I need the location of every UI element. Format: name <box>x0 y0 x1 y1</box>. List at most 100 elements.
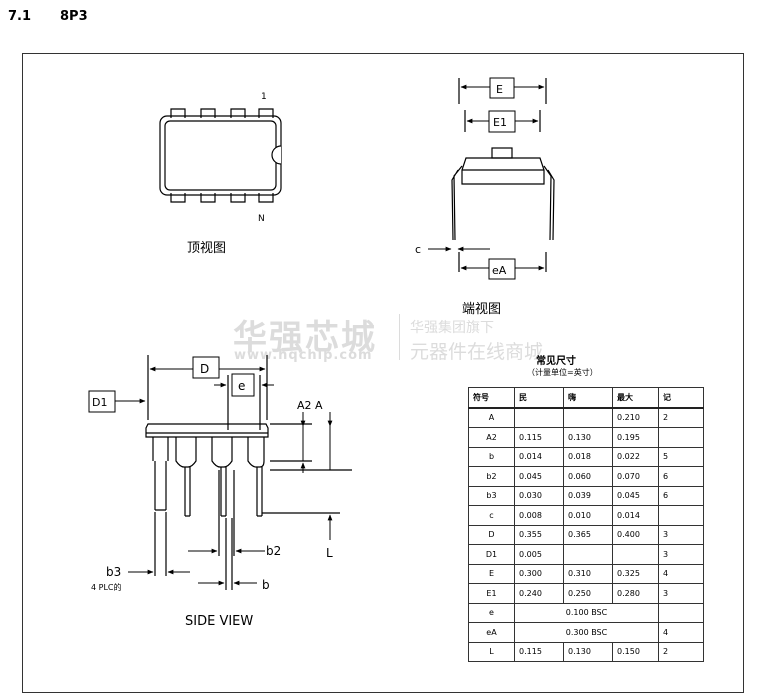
cell-min: 0.014 <box>514 446 564 467</box>
cell-bsc-value: 0.100 BSC <box>514 602 659 623</box>
table-row: D 0.355 0.365 0.400 3 <box>468 524 704 545</box>
cell-note: 3 <box>658 544 704 565</box>
cell-symbol: c <box>468 505 515 526</box>
cell-symbol: eA <box>468 622 515 643</box>
table-row: D1 0.005 3 <box>468 544 704 565</box>
watermark-url: www.hqchip.com <box>234 348 373 363</box>
end-view-dim-eA: eA <box>492 264 507 277</box>
side-view-dim-L: L <box>326 546 333 560</box>
table-row: e 0.100 BSC <box>468 602 704 623</box>
watermark-divider <box>399 314 400 360</box>
cell-note: 2 <box>658 407 704 428</box>
cell-symbol: e <box>468 602 515 623</box>
header-symbol: 符号 <box>468 387 515 409</box>
package-drawing: 1 N 顶视图 E E1 c eA 端视图 <box>88 77 555 629</box>
end-view-caption: 端视图 <box>462 302 501 317</box>
side-view-caption: SIDE VIEW <box>185 614 253 629</box>
cell-note: 3 <box>658 583 704 604</box>
end-view-dim-c: c <box>415 243 421 256</box>
cell-symbol: A <box>468 407 515 428</box>
cell-nom: 0.010 <box>563 505 613 526</box>
header-note: 记 <box>658 387 704 409</box>
cell-min: 0.005 <box>514 544 564 565</box>
table-row: E1 0.240 0.250 0.280 3 <box>468 583 704 604</box>
cell-max: 0.150 <box>612 641 659 662</box>
top-view-caption: 顶视图 <box>187 241 226 256</box>
side-view-dim-b3: b3 <box>106 565 121 579</box>
cell-nom <box>563 407 613 428</box>
top-view <box>159 108 282 203</box>
cell-max: 0.014 <box>612 505 659 526</box>
side-view-dim-D1: D1 <box>92 396 107 409</box>
end-view-dim-E1: E1 <box>493 116 507 129</box>
table-row: L 0.115 0.130 0.150 2 <box>468 641 704 662</box>
table-subtitle: （计量单位=英寸） <box>527 368 598 377</box>
cell-max: 0.325 <box>612 563 659 584</box>
cell-nom: 0.018 <box>563 446 613 467</box>
cell-nom: 0.130 <box>563 641 613 662</box>
table-row: b2 0.045 0.060 0.070 6 <box>468 466 704 487</box>
cell-max: 0.045 <box>612 485 659 506</box>
cell-min: 0.300 <box>514 563 564 584</box>
table-title: 常见尺寸 <box>536 356 576 367</box>
watermark-tagline-1: 华强集团旗下 <box>410 320 494 336</box>
side-view-note: 4 PLC的 <box>91 582 122 592</box>
cell-note: 6 <box>658 466 704 487</box>
cell-min: 0.240 <box>514 583 564 604</box>
cell-note: 4 <box>658 622 704 643</box>
cell-max <box>612 544 659 565</box>
cell-max: 0.195 <box>612 427 659 448</box>
cell-note <box>658 427 704 448</box>
cell-max: 0.070 <box>612 466 659 487</box>
cell-symbol: D1 <box>468 544 515 565</box>
cell-note: 6 <box>658 485 704 506</box>
cell-note <box>658 602 704 623</box>
cell-note: 4 <box>658 563 704 584</box>
table-row: E 0.300 0.310 0.325 4 <box>468 563 704 584</box>
table-row: b 0.014 0.018 0.022 5 <box>468 446 704 467</box>
side-view-dim-e: e <box>238 379 245 393</box>
cell-bsc-value: 0.300 BSC <box>514 622 659 643</box>
watermark-tagline-2: 元器件在线商城 <box>410 341 544 363</box>
cell-symbol: D <box>468 524 515 545</box>
side-view-dim-A2A: A2 A <box>297 399 323 412</box>
header-nom: 嗨 <box>563 387 613 409</box>
table-row: A 0.210 2 <box>468 407 704 428</box>
cell-max: 0.400 <box>612 524 659 545</box>
section-title: 8P3 <box>60 9 88 24</box>
cell-note: 5 <box>658 446 704 467</box>
end-view <box>451 78 555 272</box>
cell-max: 0.210 <box>612 407 659 428</box>
cell-note <box>658 505 704 526</box>
cell-min <box>514 407 564 428</box>
cell-symbol: L <box>468 641 515 662</box>
table-row: eA 0.300 BSC 4 <box>468 622 704 643</box>
cell-note: 2 <box>658 641 704 662</box>
cell-nom <box>563 544 613 565</box>
end-view-dim-E: E <box>496 83 503 96</box>
cell-nom: 0.310 <box>563 563 613 584</box>
cell-symbol: b <box>468 446 515 467</box>
cell-symbol: b2 <box>468 466 515 487</box>
side-view <box>145 355 352 590</box>
table-header-row: 符号 民 嗨 最大 记 <box>468 387 704 409</box>
pin-1-label: 1 <box>261 92 267 102</box>
section-number: 7.1 <box>8 9 32 24</box>
cell-symbol: b3 <box>468 485 515 506</box>
header-min: 民 <box>514 387 564 409</box>
side-view-dim-b2: b2 <box>266 544 281 558</box>
watermark-brand: 华强芯城 <box>233 318 377 358</box>
pin-n-label: N <box>258 214 265 224</box>
table-row: b3 0.030 0.039 0.045 6 <box>468 485 704 506</box>
side-view-dim-b: b <box>262 578 270 592</box>
cell-min: 0.045 <box>514 466 564 487</box>
table-row: c 0.008 0.010 0.014 <box>468 505 704 526</box>
dimensions-table: 符号 民 嗨 最大 记 A 0.210 2 A 2 0.115 0.130 0.1… <box>468 387 704 662</box>
cell-min: 0.355 <box>514 524 564 545</box>
cell-nom: 0.250 <box>563 583 613 604</box>
cell-nom: 0.365 <box>563 524 613 545</box>
cell-nom: 0.060 <box>563 466 613 487</box>
cell-max: 0.022 <box>612 446 659 467</box>
cell-min: 0.115 <box>514 641 564 662</box>
side-view-dim-D: D <box>200 362 209 376</box>
